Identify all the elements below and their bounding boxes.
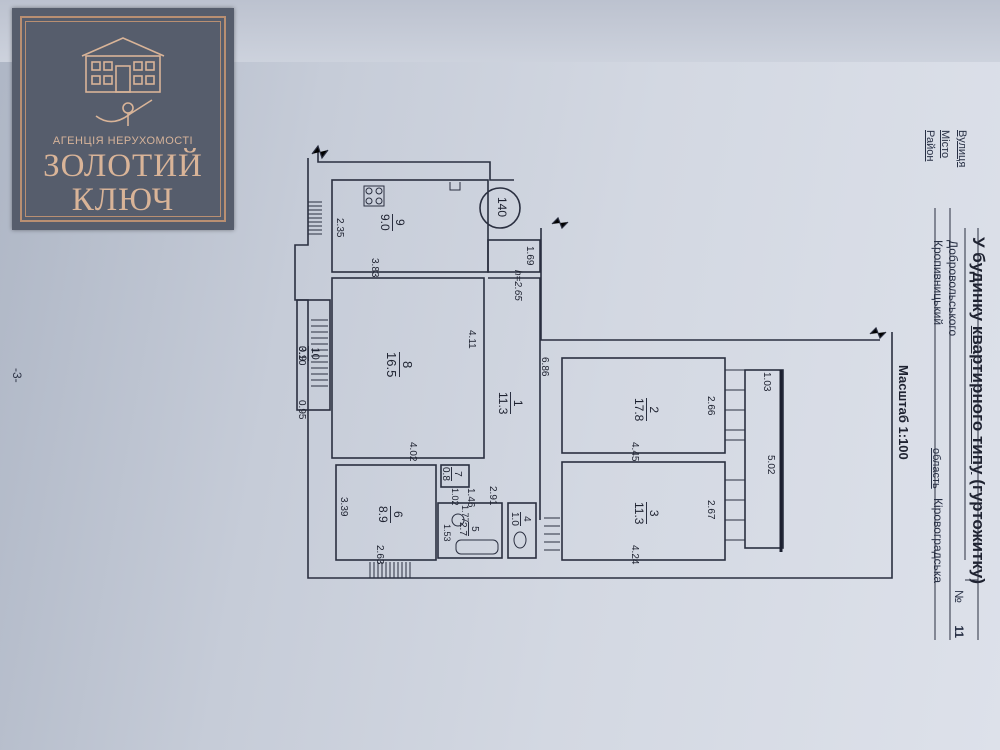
logo-name-line2: КЛЮЧ <box>71 182 175 218</box>
logo-name-line1: ЗОЛОТИЙ <box>43 148 203 184</box>
agency-logo: АГЕНЦІЯ НЕРУХОМОСТІ ЗОЛОТИЙ КЛЮЧ <box>12 8 234 230</box>
house-key-icon <box>81 37 165 126</box>
page-number: -3- <box>10 368 24 383</box>
logo-tagline: АГЕНЦІЯ НЕРУХОМОСТІ <box>52 135 194 147</box>
